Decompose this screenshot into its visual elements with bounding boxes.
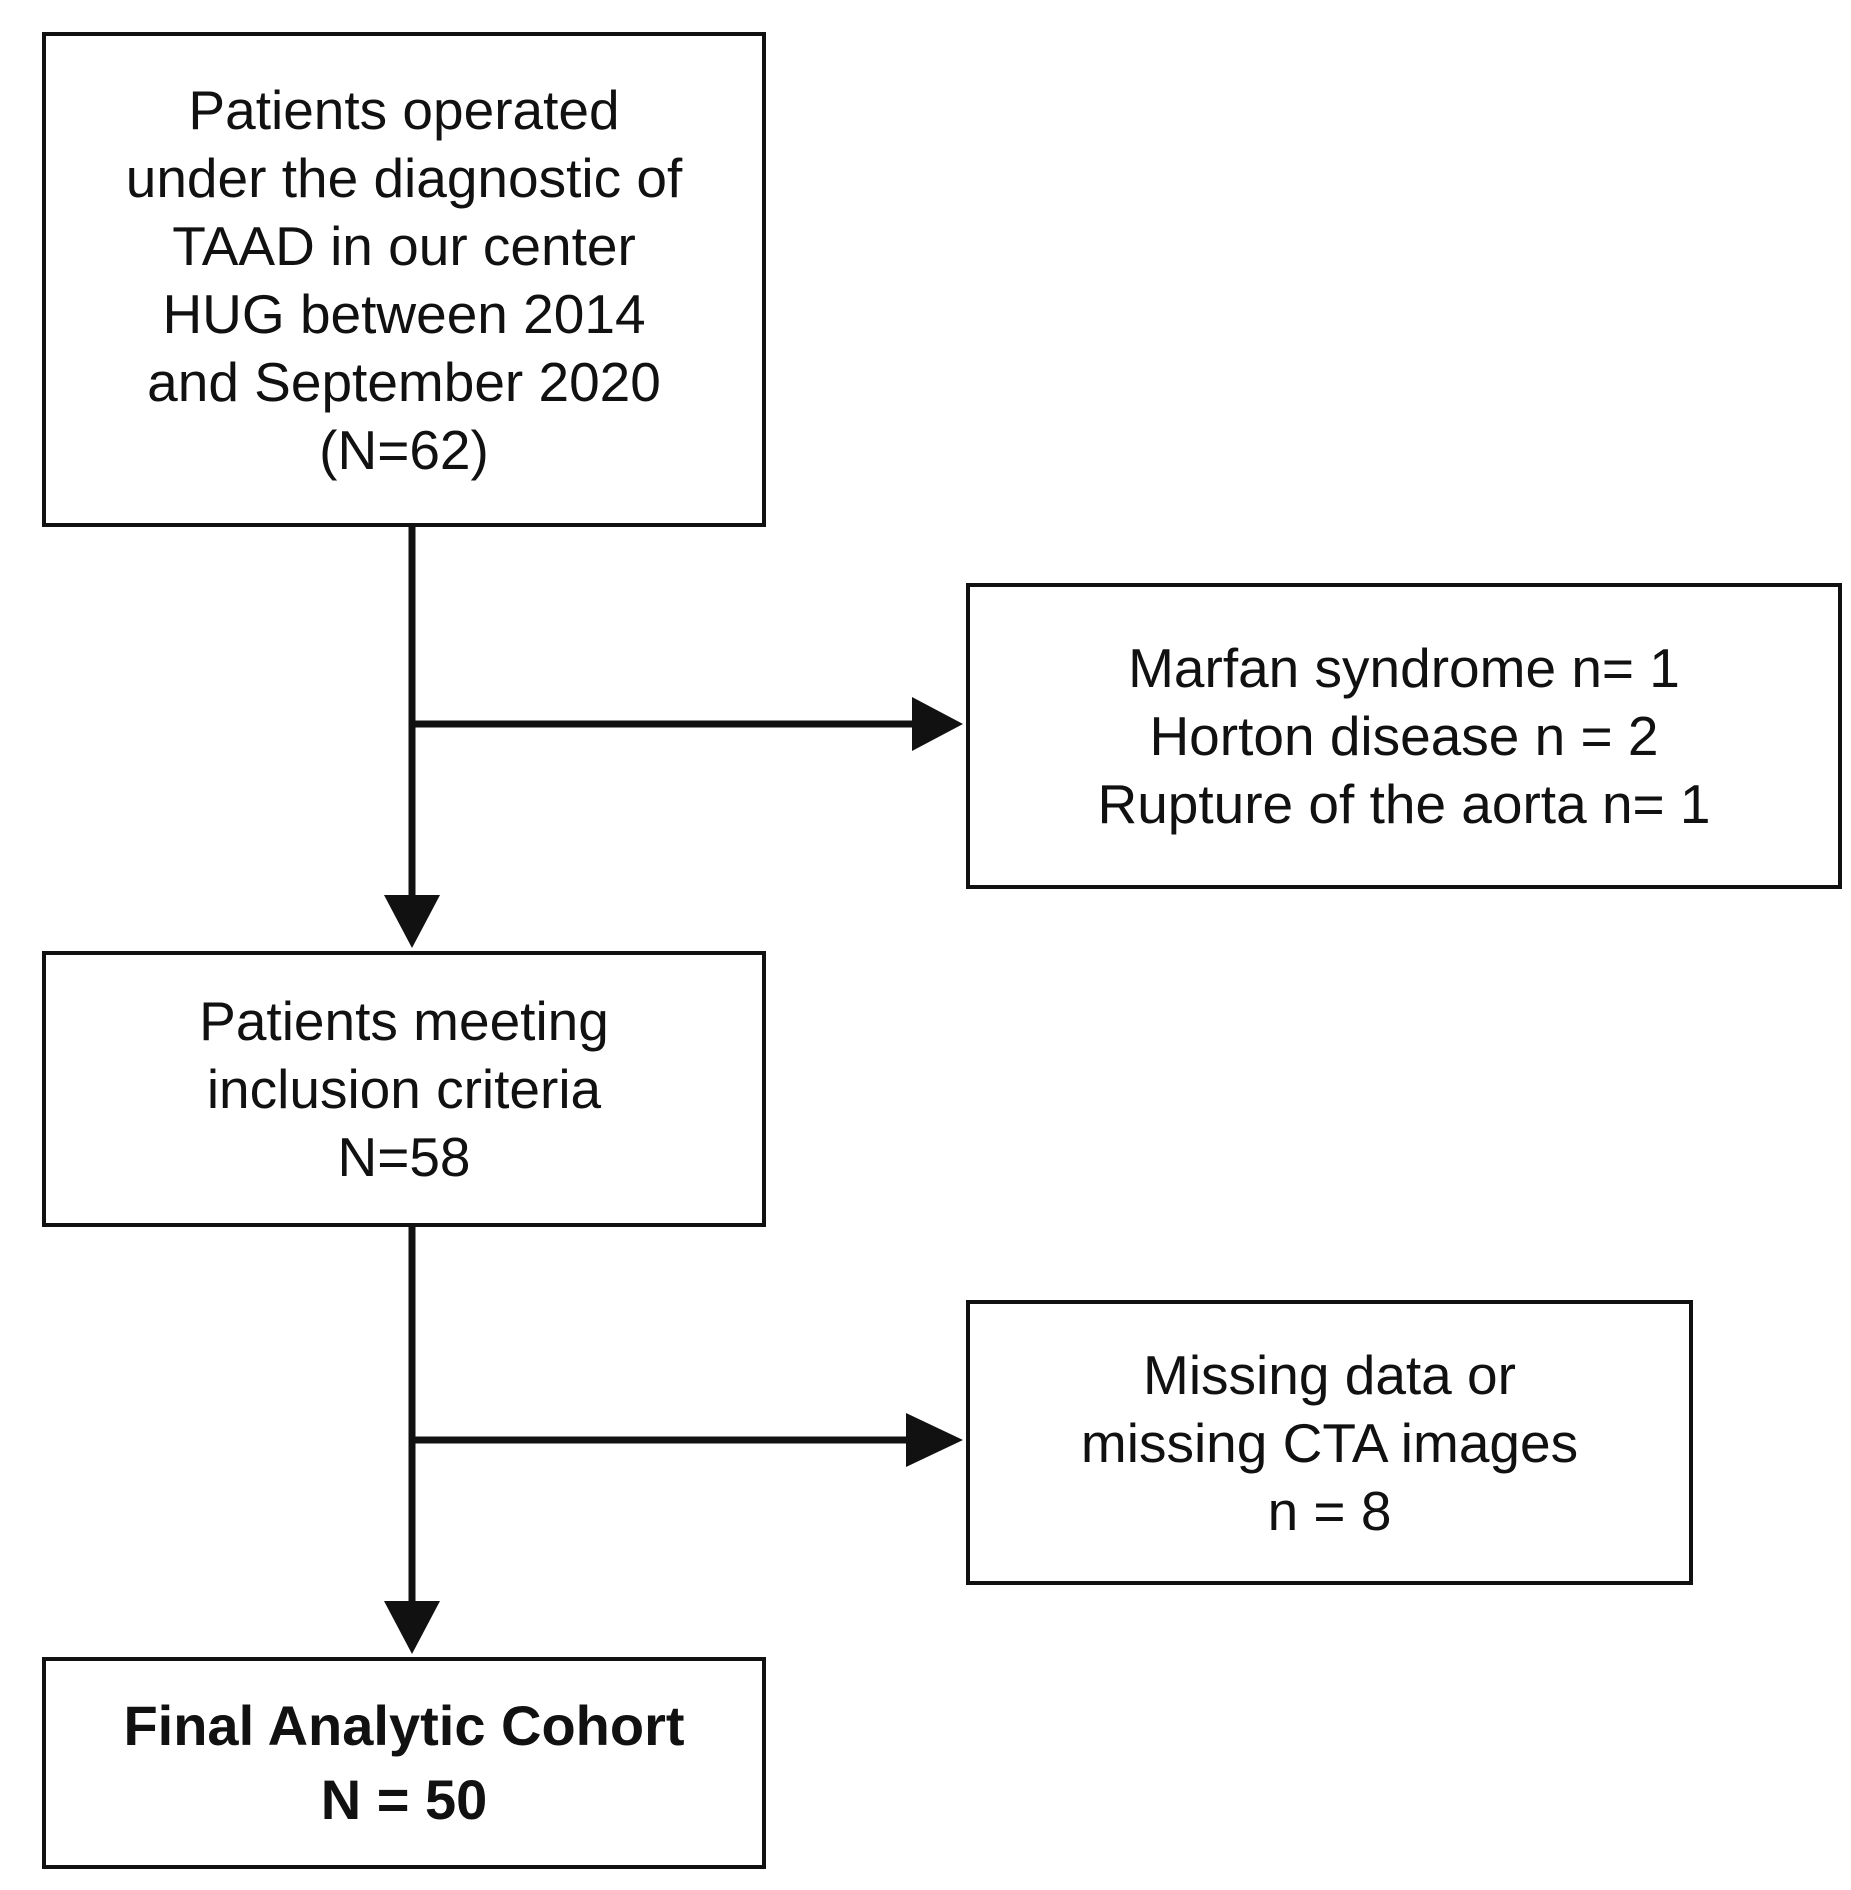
node-patients-operated: Patients operated under the diagnostic o… [42, 32, 766, 527]
node-exclusion-1: Marfan syndrome n= 1 Horton disease n = … [966, 583, 1842, 889]
arrowhead-right-exclusion-2 [906, 1413, 963, 1467]
node-text-line: Final Analytic Cohort [123, 1694, 685, 1757]
node-text-line: n = 8 [1267, 1479, 1392, 1542]
node-text-line: HUG between 2014 [162, 282, 646, 345]
node-text-line: Patients meeting [199, 990, 609, 1052]
node-text-line: inclusion criteria [206, 1058, 602, 1120]
node-text-line: Rupture of the aorta n= 1 [1097, 773, 1711, 835]
node-text-line: missing CTA images [1080, 1411, 1579, 1474]
arrowhead-right-exclusion-1 [912, 697, 963, 751]
node-text-line: Horton disease n = 2 [1149, 705, 1659, 767]
node-text-line: (N=62) [319, 418, 489, 481]
node-text-line: Missing data or [1143, 1343, 1516, 1406]
arrowhead-down-included [384, 895, 440, 948]
node-text-line: N = 50 [320, 1768, 488, 1831]
node-text-line: under the diagnostic of [125, 146, 683, 209]
node-text-line: Marfan syndrome n= 1 [1128, 637, 1680, 699]
node-text-line: and September 2020 [147, 350, 661, 413]
arrowhead-down-final [384, 1601, 440, 1654]
node-final-cohort: Final Analytic Cohort N = 50 [42, 1657, 766, 1869]
node-text-line: N=58 [337, 1126, 471, 1188]
node-text-line: TAAD in our center [172, 214, 636, 277]
node-text-line: Patients operated [188, 78, 620, 141]
node-exclusion-2: Missing data or missing CTA images n = 8 [966, 1300, 1693, 1585]
node-inclusion-criteria: Patients meeting inclusion criteria N=58 [42, 951, 766, 1227]
